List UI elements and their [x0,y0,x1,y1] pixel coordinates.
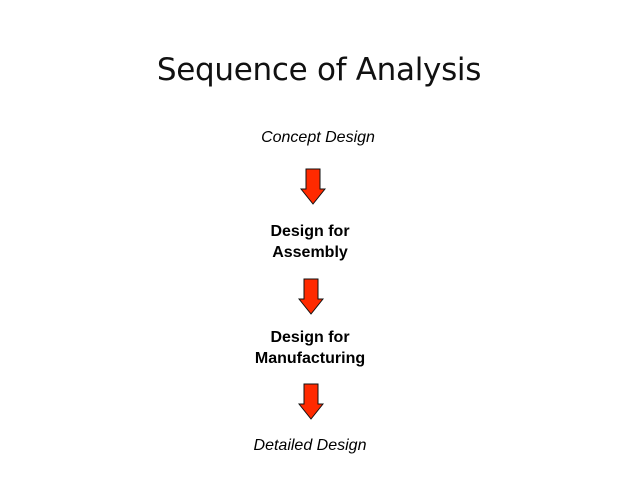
step-label-line: Assembly [272,244,348,261]
down-arrow-shape [300,168,326,205]
slide-title: Sequence of Analysis [156,52,482,88]
step-label-line: Design for [270,329,350,346]
down-arrow-icon [300,168,326,205]
step-label-line: Design for [270,223,350,240]
step-design-for-manufacturing: Design for Manufacturing [210,327,410,369]
down-arrow-shape [298,383,324,420]
down-arrow-icon [298,278,324,315]
step-detailed-design: Detailed Design [210,435,410,456]
step-design-for-assembly: Design for Assembly [210,221,410,263]
step-concept-design: Concept Design [218,127,418,148]
step-label-line: Detailed Design [253,437,367,454]
step-label-line: Concept Design [261,129,375,146]
down-arrow-shape [298,278,324,315]
step-label-line: Manufacturing [254,350,366,367]
down-arrow-icon [298,383,324,420]
